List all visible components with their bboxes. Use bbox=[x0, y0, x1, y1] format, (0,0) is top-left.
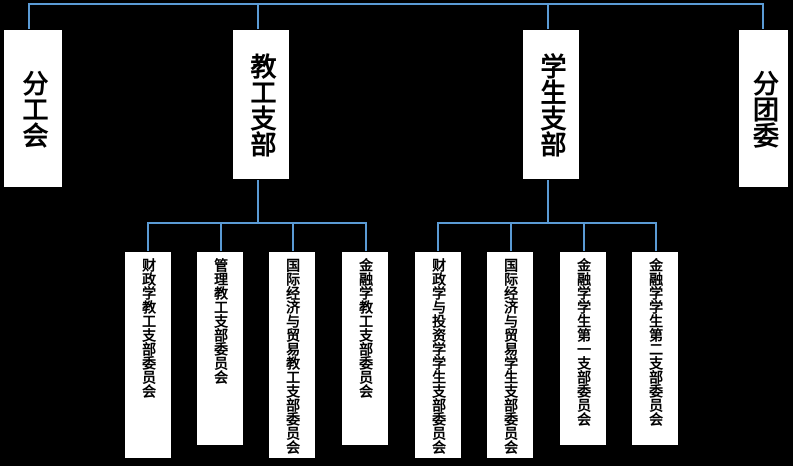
node-jinrong-xuesheng-1[interactable]: 金融学学生第一支部委员会 bbox=[559, 251, 607, 446]
top-drop-to-xuesheng-zhibu bbox=[547, 3, 549, 29]
top-horizontal-bus bbox=[28, 3, 764, 5]
node-label: 分工会 bbox=[18, 69, 49, 148]
jiao-gong-drop-4 bbox=[365, 222, 367, 251]
jiao-gong-drop-3 bbox=[292, 222, 294, 251]
node-label: 国际经济与贸易教工支部委员会 bbox=[284, 258, 301, 454]
node-label: 管理教工支部委员会 bbox=[212, 258, 229, 384]
node-label: 学生支部 bbox=[536, 52, 567, 157]
node-xuesheng-zhibu[interactable]: 学生支部 bbox=[522, 29, 580, 180]
node-label: 分团委 bbox=[748, 69, 779, 148]
node-jinrong-xuesheng-2[interactable]: 金融学学生第二支部委员会 bbox=[631, 251, 679, 446]
node-caizheng-touzi-xuesheng[interactable]: 财政学与投资学学生支部委员会 bbox=[414, 251, 462, 459]
node-guojimaoyi-xuesheng[interactable]: 国际经济与贸易学生支部委员会 bbox=[486, 251, 534, 459]
top-drop-to-fen-gong-hui bbox=[28, 3, 30, 29]
xuesheng-drop-2 bbox=[510, 222, 512, 251]
jiao-gong-horizontal-bus bbox=[147, 222, 366, 224]
top-drop-to-fen-tuan-wei bbox=[762, 3, 764, 29]
node-guanli-jiaogong[interactable]: 管理教工支部委员会 bbox=[196, 251, 244, 446]
node-caizhengxue-jiaogong[interactable]: 财政学教工支部委员会 bbox=[124, 251, 172, 459]
node-fen-gong-hui[interactable]: 分工会 bbox=[3, 29, 63, 188]
node-label: 国际经济与贸易学生支部委员会 bbox=[502, 258, 519, 454]
xuesheng-stem bbox=[547, 180, 549, 222]
node-label: 教工支部 bbox=[246, 52, 277, 157]
node-jinrongxue-jiaogong[interactable]: 金融学教工支部委员会 bbox=[341, 251, 389, 446]
node-fen-tuan-wei[interactable]: 分团委 bbox=[738, 29, 789, 188]
xuesheng-drop-1 bbox=[437, 222, 439, 251]
xuesheng-horizontal-bus bbox=[437, 222, 656, 224]
node-label: 金融学教工支部委员会 bbox=[357, 258, 374, 398]
node-jiao-gong-zhibu[interactable]: 教工支部 bbox=[232, 29, 290, 180]
xuesheng-drop-4 bbox=[655, 222, 657, 251]
node-guojimaoyi-jiaogong[interactable]: 国际经济与贸易教工支部委员会 bbox=[268, 251, 316, 459]
node-label: 财政学教工支部委员会 bbox=[140, 258, 157, 398]
jiao-gong-drop-2 bbox=[220, 222, 222, 251]
node-label: 财政学与投资学学生支部委员会 bbox=[430, 258, 447, 454]
node-label: 金融学学生第二支部委员会 bbox=[647, 258, 664, 426]
top-drop-to-jiao-gong-zhibu bbox=[257, 3, 259, 29]
node-label: 金融学学生第一支部委员会 bbox=[575, 258, 592, 426]
xuesheng-drop-3 bbox=[583, 222, 585, 251]
jiao-gong-drop-1 bbox=[147, 222, 149, 251]
jiao-gong-stem bbox=[257, 180, 259, 222]
